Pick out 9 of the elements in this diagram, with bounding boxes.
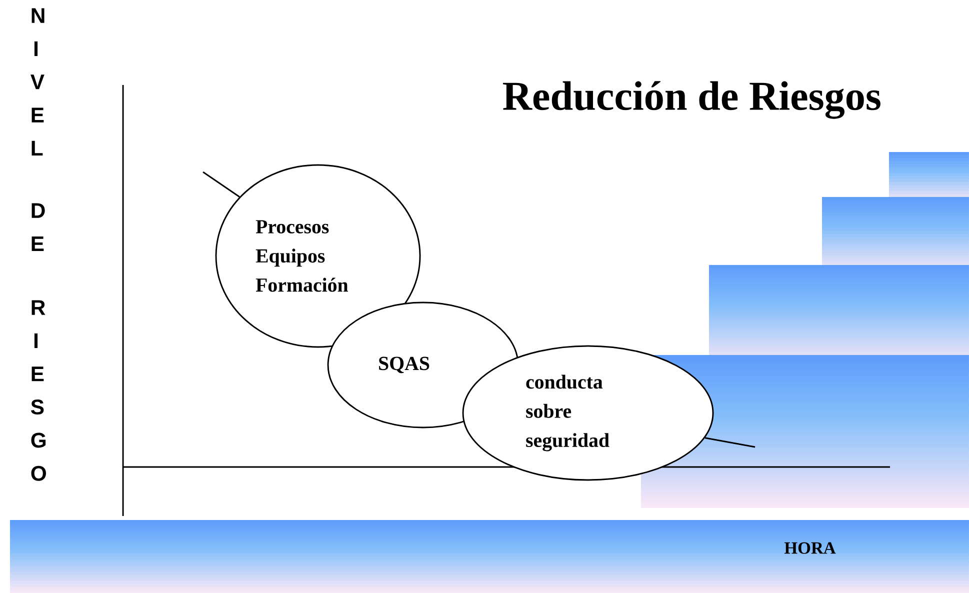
trend-line bbox=[704, 437, 756, 448]
title: Reducción de Riesgos bbox=[503, 81, 880, 119]
ellipse-node: conducta sobre seguridad bbox=[462, 345, 714, 481]
ellipse-node: Procesos Equipos Formación bbox=[215, 164, 421, 348]
axis-label-band: HORA bbox=[10, 520, 969, 593]
trend-line bbox=[202, 171, 240, 198]
axis-label: RIESGO bbox=[30, 300, 46, 481]
axis-label: DE bbox=[32, 203, 45, 252]
axis-label: NIVEL bbox=[30, 8, 44, 156]
